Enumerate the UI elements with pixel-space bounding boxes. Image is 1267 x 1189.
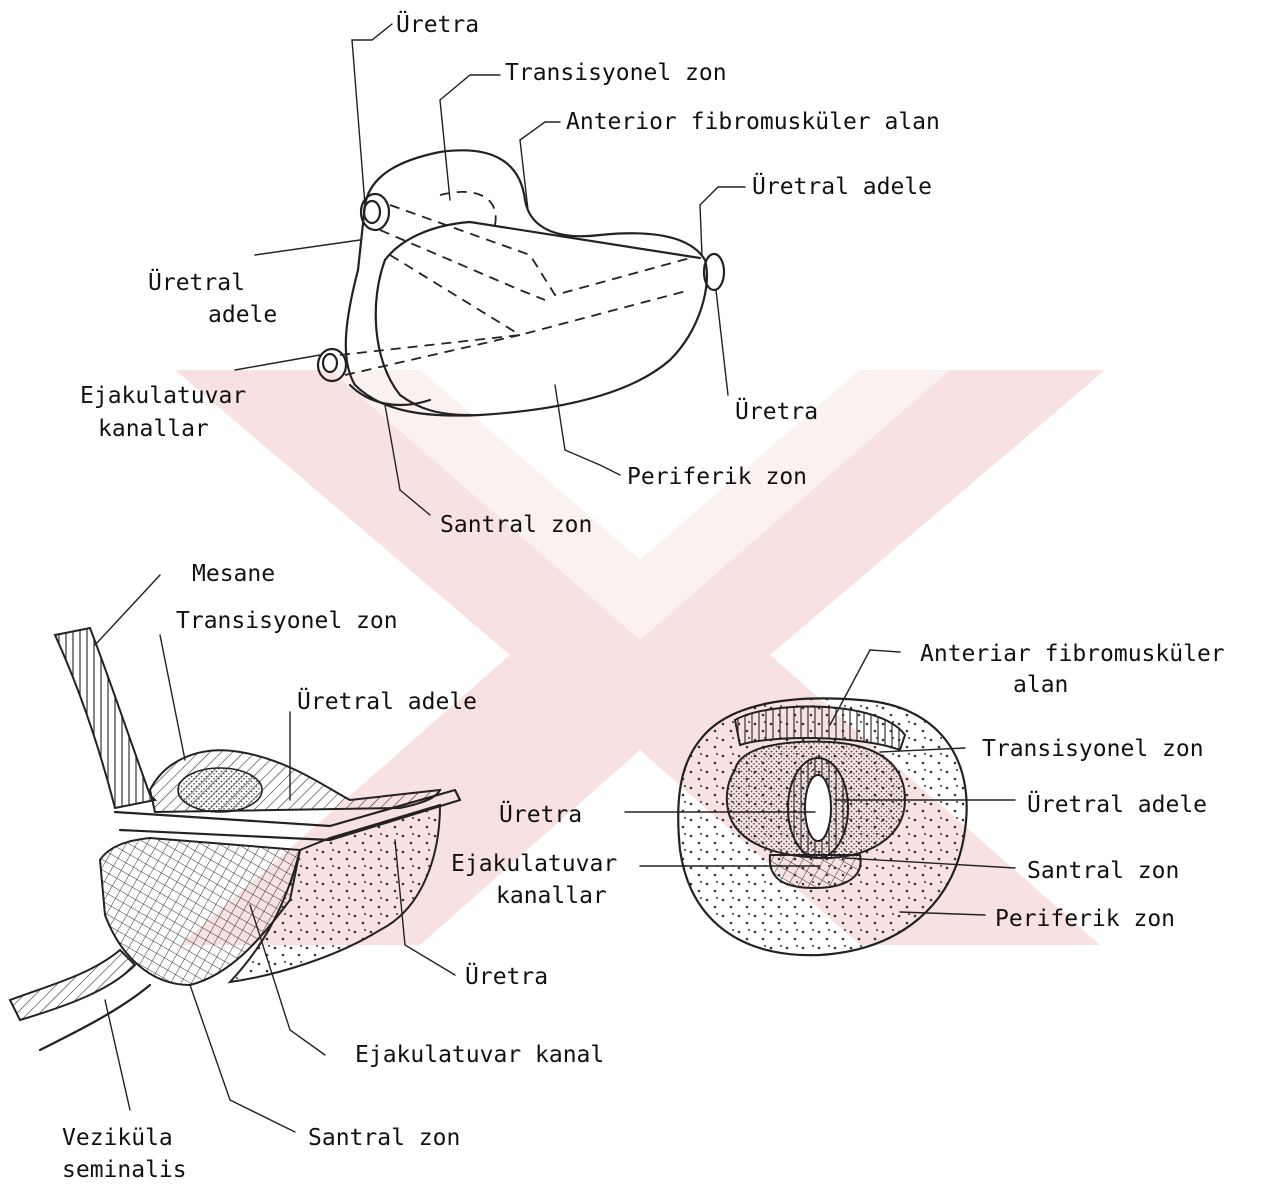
label-uretra-sagittal: Üretra (465, 962, 548, 992)
label-transisyonel-zon-sagittal: Transisyonel zon (176, 606, 398, 636)
label-transisyonel-zon-cross: Transisyonel zon (982, 734, 1204, 764)
label-ejakulatuvar-top-line1: Ejakulatuvar (80, 381, 246, 411)
label-uretral-adele-sagittal: Üretral adele (297, 687, 477, 717)
label-vezikula-line1: Veziküla (62, 1123, 173, 1153)
label-ejakulatuvar-kanal: Ejakulatuvar kanal (355, 1040, 604, 1070)
label-uretra-top: Üretra (396, 10, 479, 40)
label-uretra-right: Üretra (735, 397, 818, 427)
label-mesane: Mesane (192, 559, 275, 589)
label-uretral-adele-left-line1: Üretral (148, 268, 245, 298)
label-ejakulatuvar-cross-line2: kanallar (496, 881, 607, 911)
label-vezikula-line2: seminalis (62, 1155, 187, 1185)
label-santral-zon-cross: Santral zon (1027, 856, 1179, 886)
label-anteriar-fibromuskuler-line2: alan (1013, 670, 1068, 700)
label-ejakulatuvar-top-line2: kanallar (98, 414, 209, 444)
label-periferik-zon-top: Periferik zon (627, 462, 807, 492)
label-uretra-cross: Üretra (499, 800, 582, 830)
label-uretral-adele-right: Üretral adele (752, 172, 932, 202)
label-anterior-fibromuskuler-top: Anterior fibromusküler alan (566, 107, 940, 137)
label-anteriar-fibromuskuler-line1: Anteriar fibromusküler (920, 639, 1225, 669)
label-santral-zon-sagittal: Santral zon (308, 1123, 460, 1153)
label-periferik-zon-cross: Periferik zon (995, 904, 1175, 934)
label-uretral-adele-cross: Üretral adele (1027, 790, 1207, 820)
label-ejakulatuvar-cross-line1: Ejakulatuvar (451, 849, 617, 879)
label-transisyonel-zon-top: Transisyonel zon (505, 58, 727, 88)
label-uretral-adele-left-line2: adele (208, 300, 277, 330)
label-santral-zon-top: Santral zon (440, 510, 592, 540)
